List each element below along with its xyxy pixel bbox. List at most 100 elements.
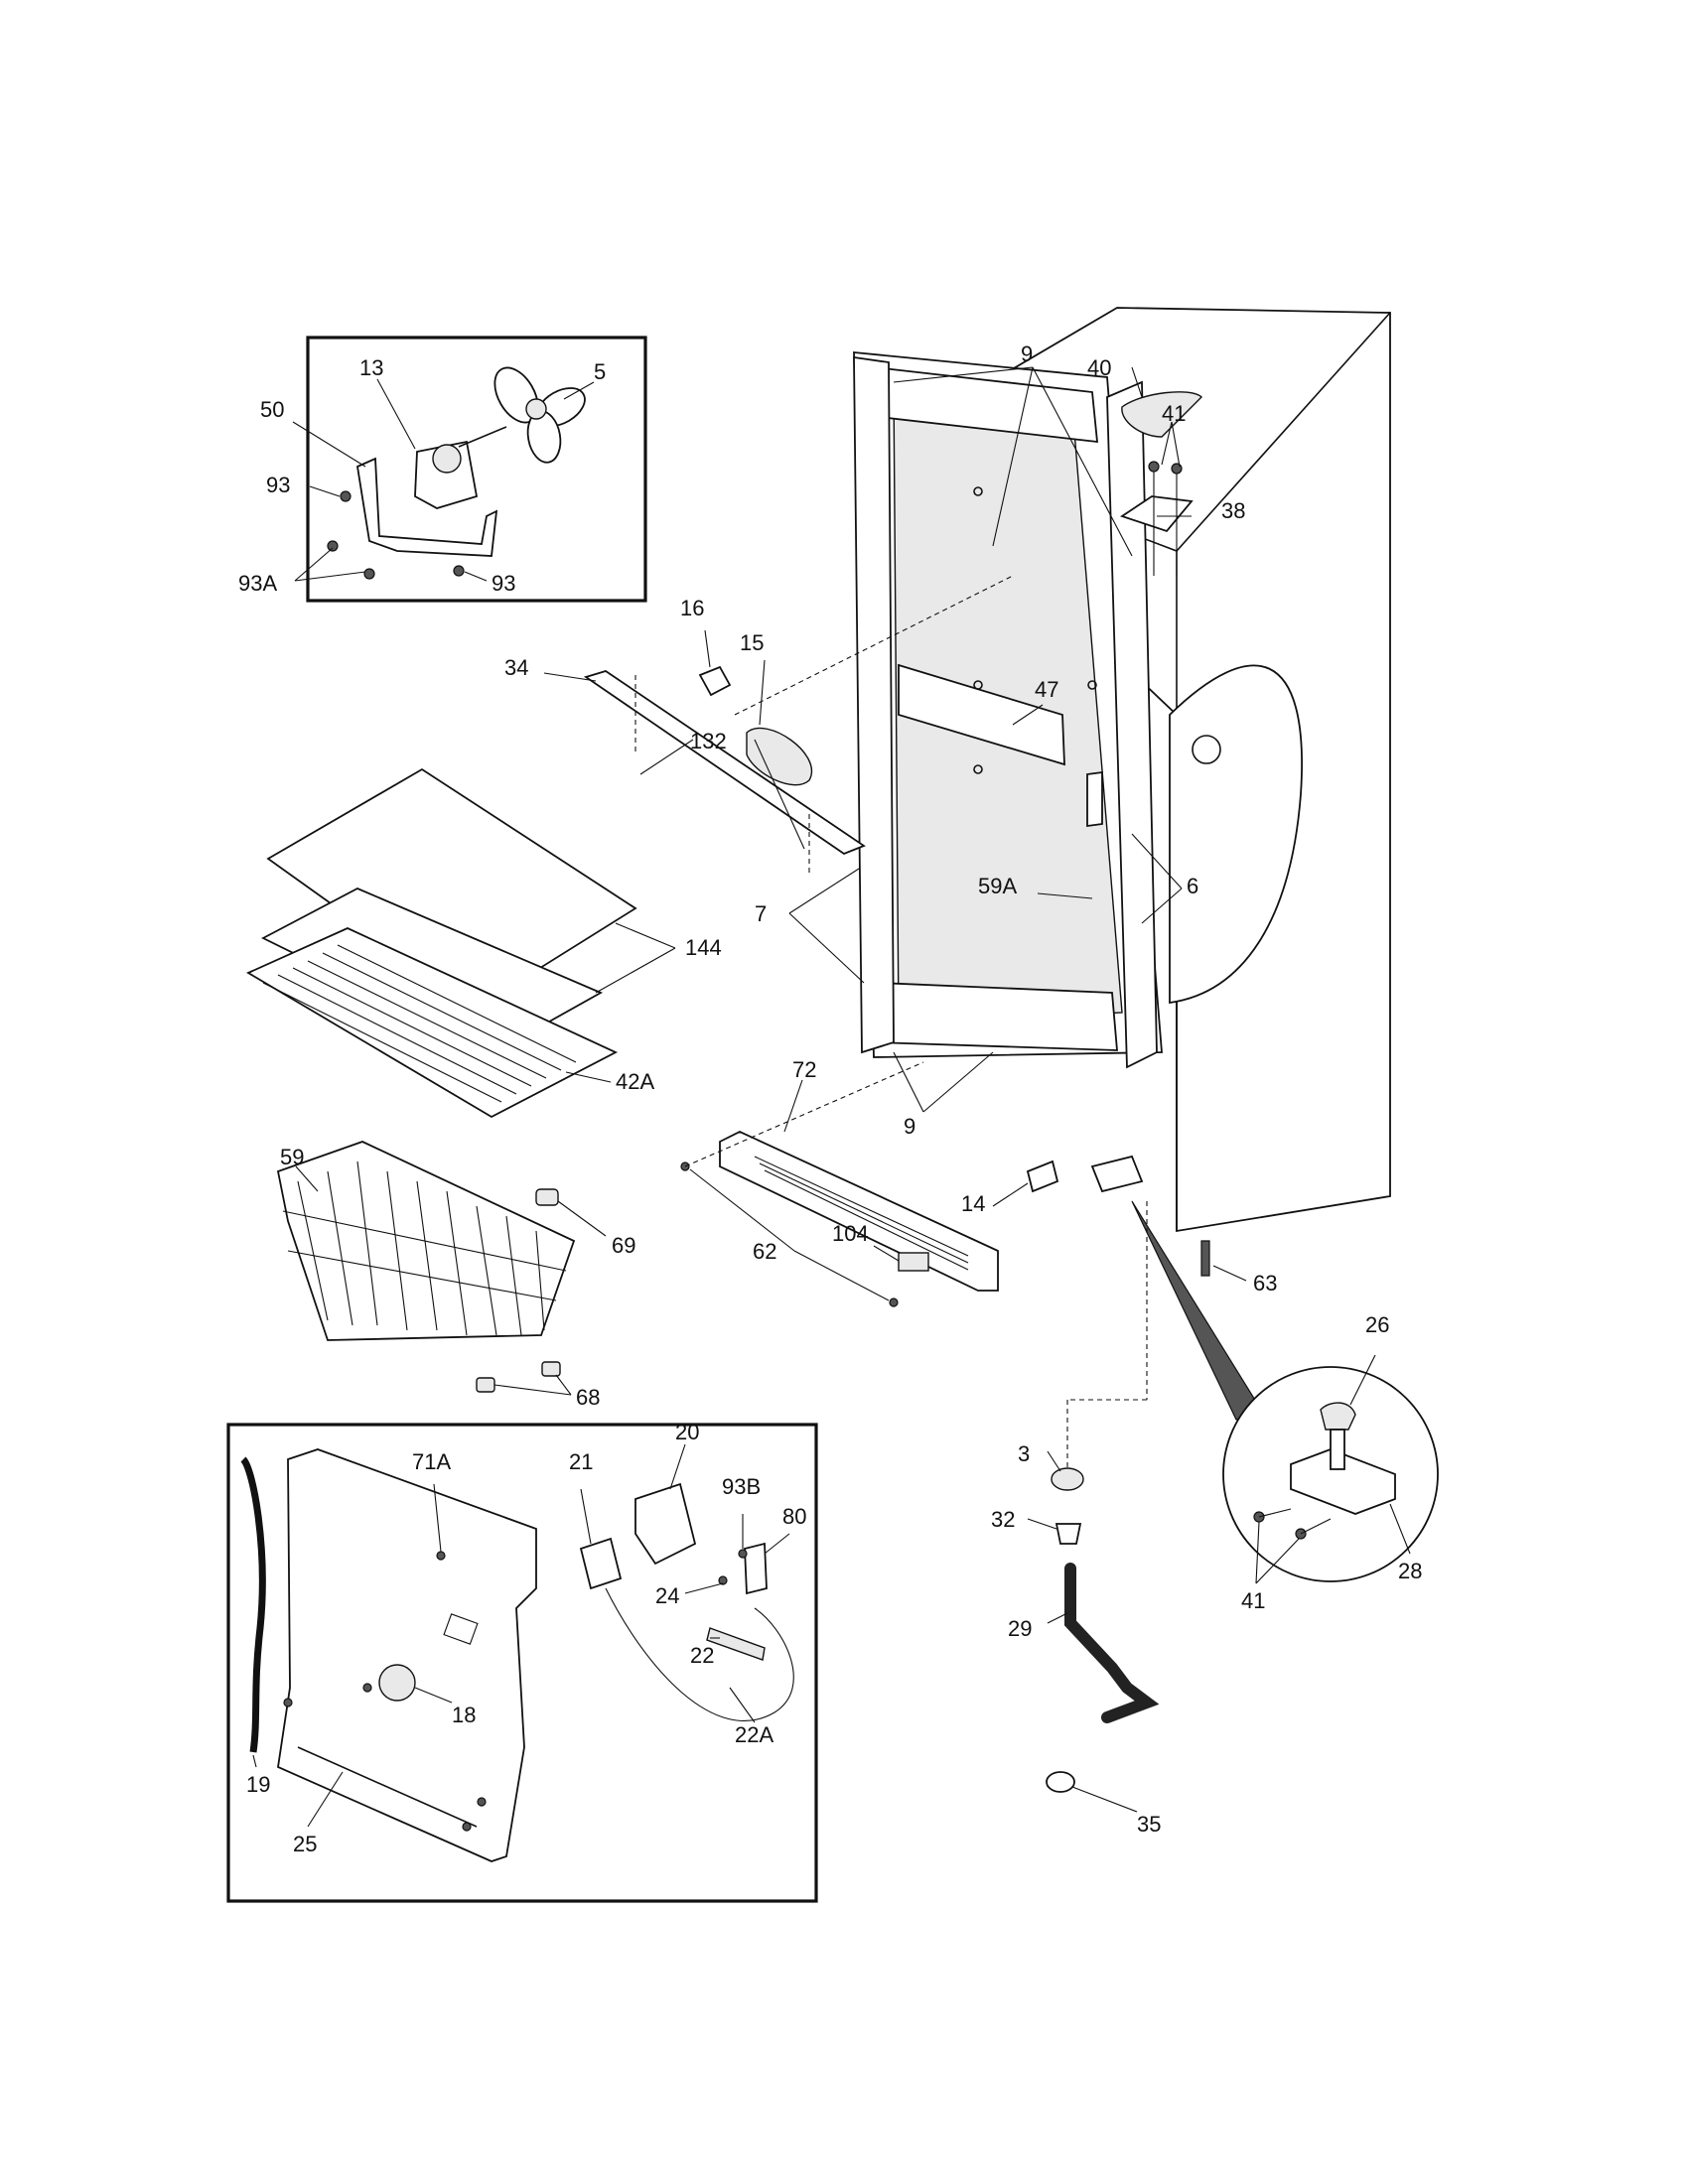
thermostat-housing-20 (634, 1482, 697, 1566)
callout-29: 29 (1008, 1616, 1032, 1641)
callout-69: 69 (612, 1233, 635, 1258)
front-breaker-34 (583, 670, 866, 856)
callout-28: 28 (1398, 1559, 1422, 1583)
drain-clamp-35 (1046, 1771, 1075, 1793)
breaker-right (1106, 380, 1158, 1069)
drain-assembly (1027, 1450, 1160, 1813)
callout-59a: 59A (978, 874, 1017, 898)
callout-144: 144 (685, 935, 722, 960)
control-panel-25 (277, 1448, 537, 1862)
callout-32: 32 (991, 1507, 1015, 1532)
control-panel-inset (226, 1423, 818, 1903)
breaker-left (853, 355, 895, 1054)
light-bulb (746, 727, 812, 786)
fan-motor-inset-frame (306, 336, 647, 603)
callout-93a: 93A (238, 571, 277, 596)
leveling-leg-63 (1200, 1240, 1210, 1277)
drain-grommet-32 (1055, 1523, 1082, 1545)
callout-16: 16 (680, 596, 704, 620)
callout-80: 80 (782, 1504, 806, 1529)
screw-93a-left (327, 540, 339, 552)
callout-20: 20 (675, 1420, 699, 1444)
hinge-detail (1222, 1354, 1439, 1584)
detail-cone (1131, 1200, 1262, 1421)
callout-104: 104 (832, 1221, 869, 1246)
wire-basket (276, 1141, 607, 1396)
lower-hinge (1090, 1155, 1144, 1193)
callout-9-bottom: 9 (904, 1114, 915, 1139)
breaker-bottom (875, 982, 1118, 1051)
callout-47: 47 (1035, 677, 1058, 702)
callout-26: 26 (1365, 1312, 1389, 1337)
kickplate-clip-104 (898, 1252, 929, 1272)
sensor-tube-22a (605, 1587, 794, 1721)
motor-hub (432, 444, 462, 474)
drain-plug-3 (1051, 1467, 1084, 1491)
latch-59a (1086, 770, 1103, 828)
callout-5: 5 (594, 359, 606, 384)
callout-14: 14 (961, 1191, 985, 1216)
callout-3: 3 (1018, 1441, 1030, 1466)
hinge-bushing-26 (1320, 1402, 1356, 1431)
callout-62: 62 (753, 1239, 776, 1264)
fan-motor-inset (292, 336, 647, 603)
screw-93b (738, 1549, 748, 1559)
basket-foot-68a (476, 1377, 495, 1393)
callout-41-bottom: 41 (1241, 1588, 1265, 1613)
light-socket (698, 665, 732, 697)
hinge-cover (1121, 391, 1202, 438)
callout-34: 34 (504, 655, 528, 680)
callout-7: 7 (755, 901, 767, 926)
callout-15: 15 (740, 630, 764, 655)
drain-tube-29 (1064, 1563, 1160, 1723)
callout-38: 38 (1221, 498, 1245, 523)
callout-22: 22 (690, 1643, 714, 1668)
callout-68: 68 (576, 1385, 600, 1410)
callout-6: 6 (1187, 874, 1198, 898)
fan-blade (493, 366, 586, 464)
callout-40: 40 (1087, 355, 1111, 380)
screw-71a (436, 1551, 446, 1561)
control-panel-inset-frame (226, 1423, 818, 1903)
door-switch-14 (1026, 1160, 1059, 1193)
motor-bracket (356, 457, 498, 557)
freezer-cabinet (788, 307, 1391, 1233)
callout-42a: 42A (616, 1069, 654, 1094)
shelves (246, 767, 676, 1119)
screw-93-bottom (453, 565, 465, 577)
motor-shaft (458, 426, 507, 448)
shelf-rail (898, 663, 1065, 766)
screw-93-top (340, 490, 352, 502)
callout-22a: 22A (735, 1722, 774, 1747)
basket-foot-68b (541, 1361, 561, 1377)
callout-18: 18 (452, 1703, 476, 1727)
callout-132: 132 (690, 729, 727, 753)
callout-71a: 71A (412, 1449, 451, 1474)
screw-93a-right (363, 568, 375, 580)
callout-35: 35 (1137, 1812, 1161, 1837)
callout-24: 24 (655, 1583, 679, 1608)
gasket-19 (240, 1456, 266, 1753)
callout-63: 63 (1253, 1271, 1277, 1296)
callout-93-bottom: 93 (492, 571, 515, 596)
callout-93-top: 93 (266, 473, 290, 497)
callout-72: 72 (792, 1057, 816, 1082)
light-assembly (543, 575, 1014, 874)
callout-25: 25 (293, 1832, 317, 1856)
screw-24 (718, 1575, 728, 1585)
thermostat-knob-18 (378, 1664, 416, 1702)
sensor-clamp-22 (706, 1627, 766, 1661)
callout-9-top: 9 (1021, 341, 1033, 366)
thermostat-21 (579, 1537, 623, 1590)
callout-50: 50 (260, 397, 284, 422)
wire-shelf-42a (246, 927, 619, 1119)
callout-13: 13 (359, 355, 383, 380)
callout-labels: 13 5 50 93 93A 93 40 41 9 38 16 15 34 47… (238, 341, 1422, 1856)
basket-stop-69 (535, 1188, 559, 1206)
hinge-pin (1330, 1429, 1345, 1470)
kickplate (680, 1061, 999, 1307)
callout-21: 21 (569, 1449, 593, 1474)
bracket-80 (744, 1542, 768, 1595)
